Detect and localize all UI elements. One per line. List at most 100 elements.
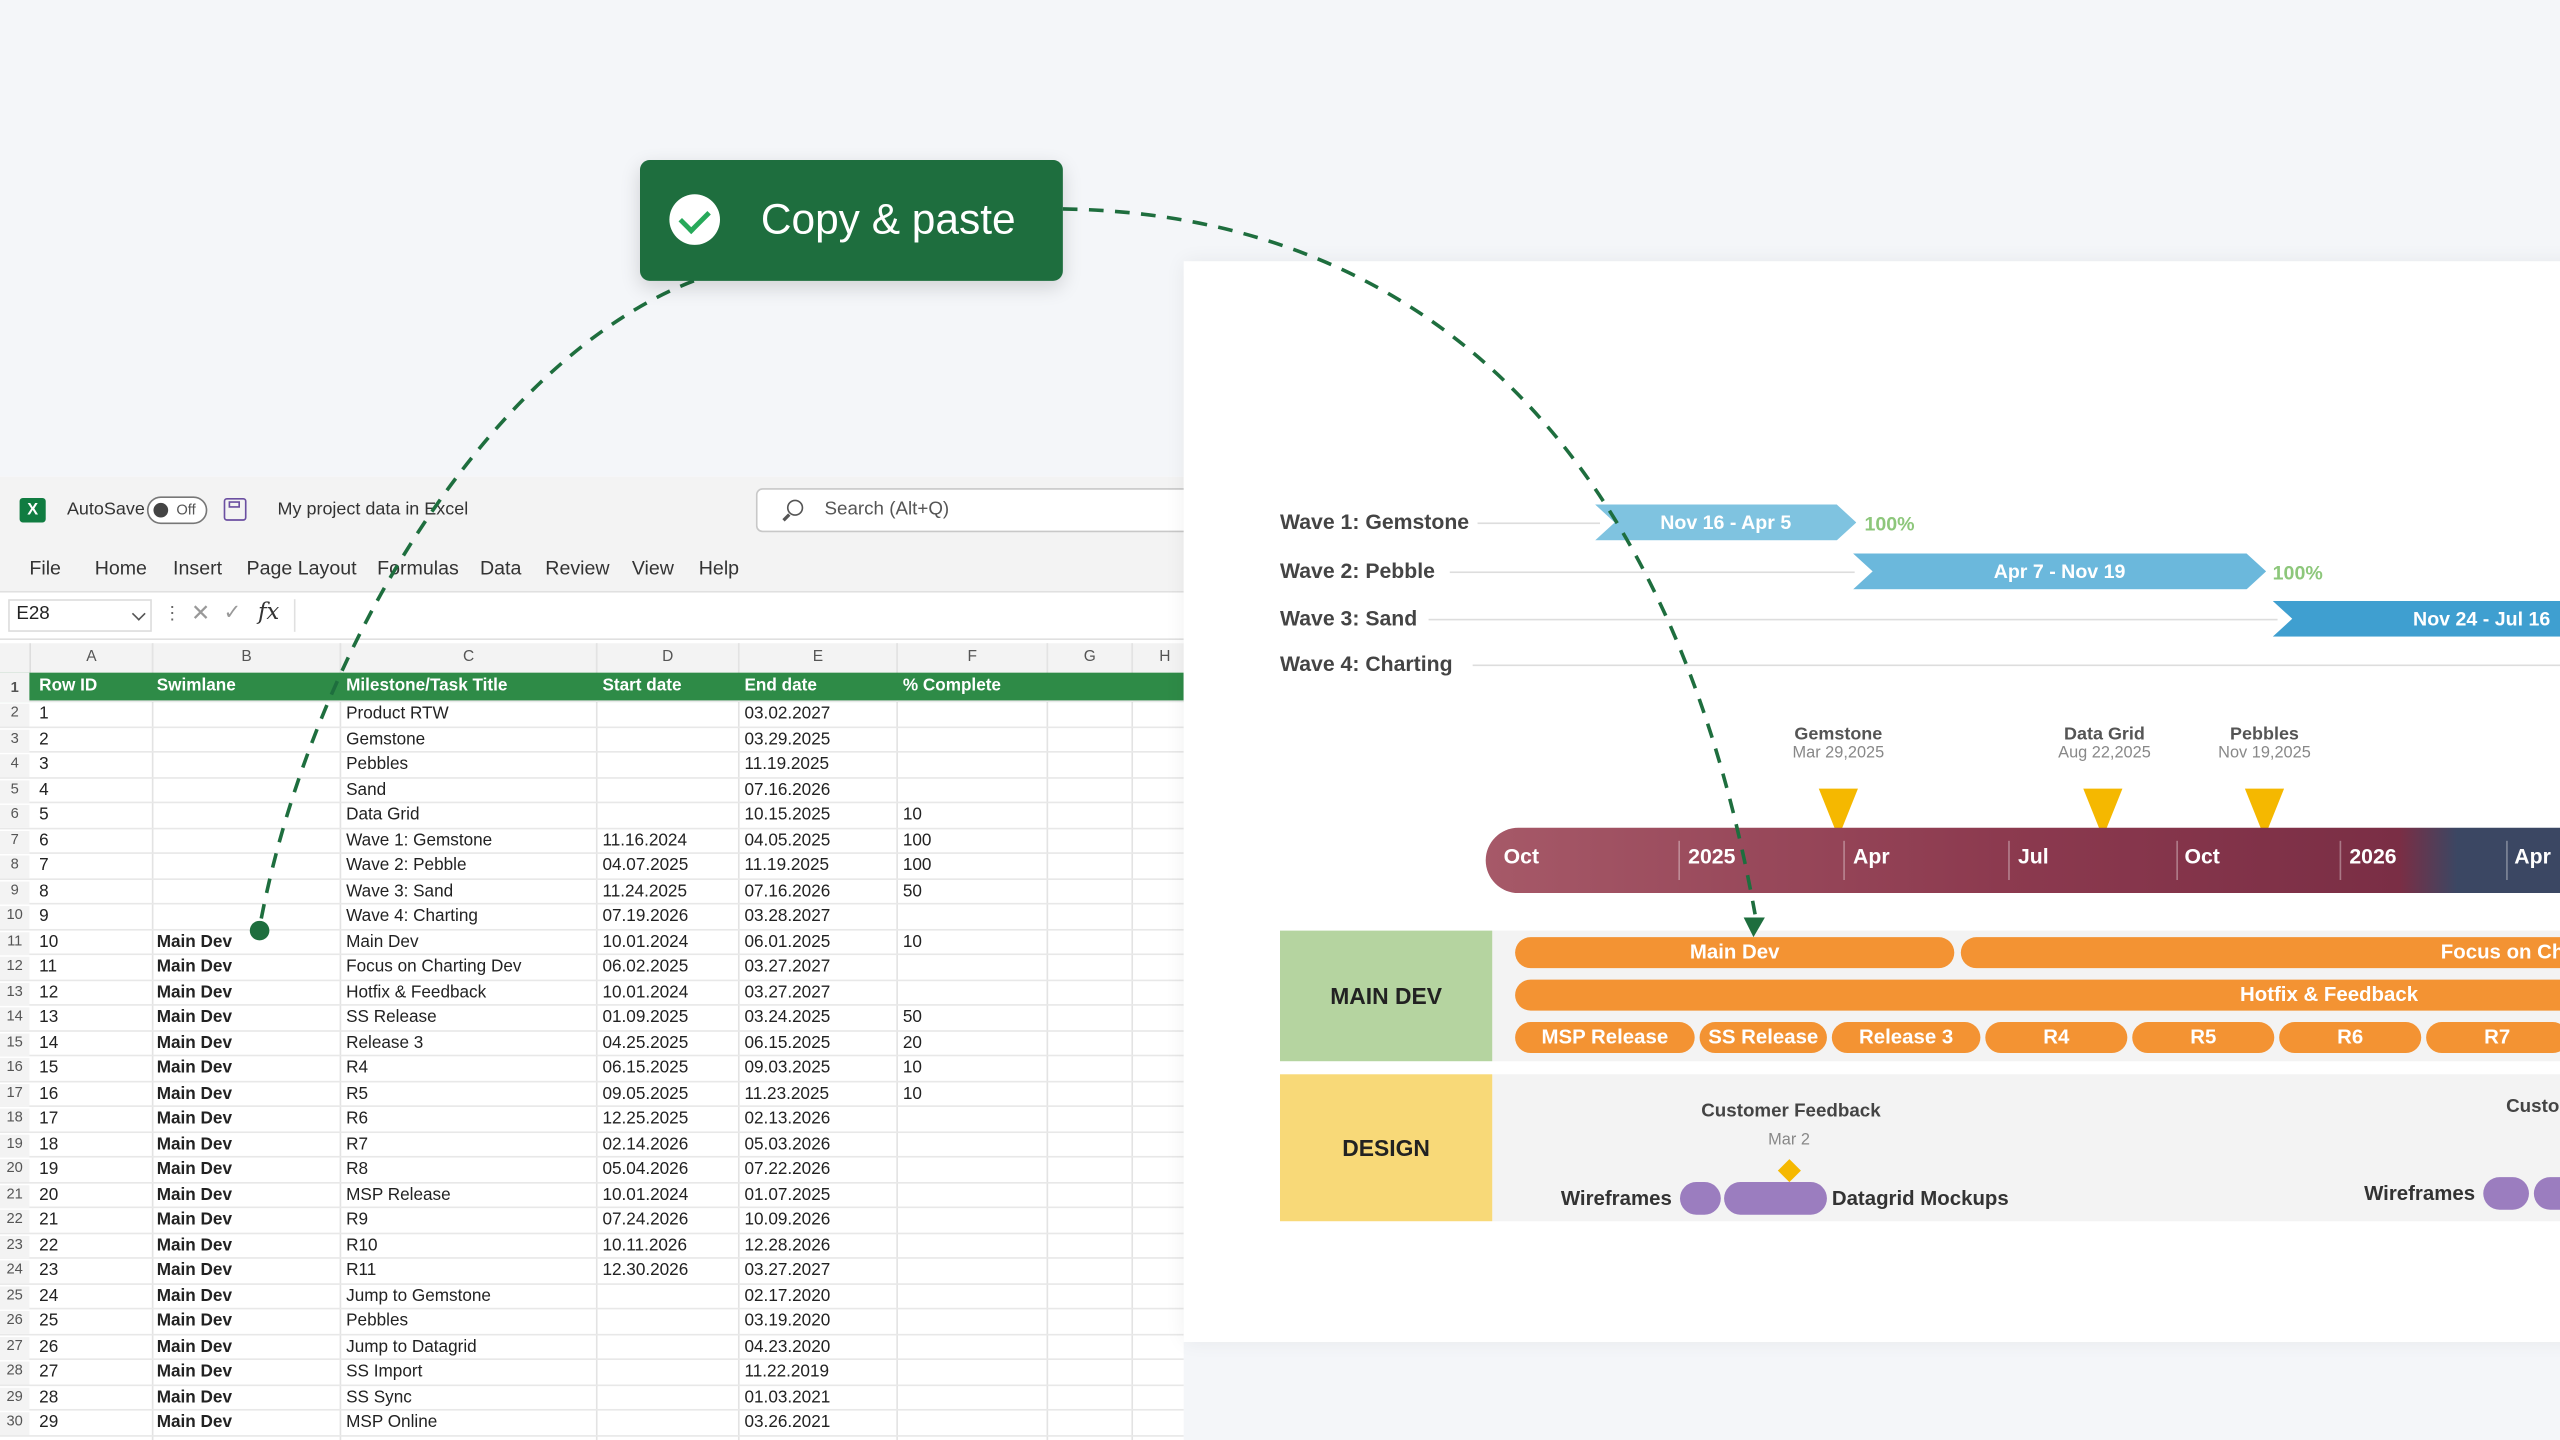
design-swimlane-label[interactable]: DESIGN [1279,1074,1493,1222]
table-cell[interactable]: 09.03.2025 [744,1057,831,1078]
table-cell[interactable]: 10.09.2026 [744,1209,831,1230]
table-cell[interactable]: 10.01.2024 [602,982,689,1002]
table-cell[interactable]: 12.25.2025 [602,1108,689,1129]
table-cell[interactable]: 6 [39,830,49,850]
table-cell[interactable]: 07.16.2026 [744,880,831,901]
table-cell[interactable]: 01.09.2025 [602,1007,689,1027]
table-cell[interactable]: 4 [39,779,49,800]
table-cell[interactable]: 8 [39,880,49,901]
table-cell[interactable]: Main Dev [156,1184,233,1205]
table-cell[interactable]: 11.22.2019 [744,1361,830,1382]
table-cell[interactable]: Main Dev [156,1159,233,1179]
table-cell[interactable]: 06.02.2025 [602,956,689,977]
menu-formulas[interactable]: Formulas [377,556,459,580]
table-cell[interactable]: 15 [39,1057,59,1078]
table-cell[interactable]: 10.01.2024 [602,1184,689,1205]
table-cell[interactable]: 100 [902,855,932,876]
menu-home[interactable]: Home [94,556,147,580]
table-cell[interactable]: 03.19.2020 [744,1311,831,1331]
task-bar-focus-on-charting[interactable]: Focus on Charting Dev [1960,937,2560,969]
table-cell[interactable]: 07.24.2026 [602,1209,689,1230]
table-cell[interactable]: Main Dev [156,956,233,977]
table-cell[interactable]: Main Dev [346,931,419,952]
table-cell[interactable]: 3 [39,754,49,774]
table-cell[interactable]: R10 [346,1235,378,1255]
table-cell[interactable]: Main Dev [156,1285,233,1306]
table-cell[interactable]: 100 [902,830,932,850]
task-bar-r5[interactable]: R5 [2132,1022,2275,1054]
task-pill-wireframes[interactable] [1679,1182,1721,1215]
header-cell[interactable]: % Complete [902,675,1001,696]
table-cell[interactable]: 10.15.2025 [744,804,831,825]
table-cell[interactable]: R6 [346,1108,369,1129]
table-cell[interactable]: 07.16.2026 [744,779,831,800]
formula-input[interactable] [293,599,1210,632]
table-cell[interactable]: Main Dev [156,1412,233,1432]
table-cell[interactable]: 19 [39,1159,59,1179]
menu-insert[interactable]: Insert [173,556,223,580]
table-cell[interactable]: Main Dev [156,1260,233,1280]
task-pill-wireframes[interactable] [2483,1177,2529,1210]
table-cell[interactable]: R7 [346,1133,369,1154]
table-cell[interactable]: 22 [39,1235,59,1255]
table-cell[interactable]: Main Dev [156,1007,233,1027]
task-bar-r7[interactable]: R7 [2426,1022,2560,1054]
select-all-corner[interactable] [0,643,32,673]
table-cell[interactable]: 18 [39,1133,59,1154]
milestone-data-grid[interactable]: Data Grid Aug 22,2025 [2039,725,2170,763]
table-cell[interactable]: 23 [39,1260,59,1280]
table-cell[interactable]: 28 [39,1386,59,1407]
table-cell[interactable]: 03.27.2027 [744,956,831,977]
task-pill-mockups[interactable] [1724,1182,1827,1215]
table-cell[interactable]: Jump to Datagrid [346,1336,477,1356]
table-cell[interactable]: 10 [902,1083,922,1103]
table-cell[interactable]: 05.03.2026 [744,1133,831,1154]
header-cell[interactable]: Milestone/Task Title [346,675,508,696]
table-cell[interactable]: R8 [346,1159,369,1179]
table-cell[interactable]: Sand [346,779,387,800]
table-cell[interactable]: MSP Online [346,1412,438,1432]
table-cell[interactable]: Main Dev [156,1386,233,1407]
table-cell[interactable]: 07.22.2026 [744,1159,831,1179]
table-cell[interactable]: Product RTW [346,703,449,724]
table-cell[interactable]: Wave 1: Gemstone [346,830,493,850]
header-cell[interactable]: Start date [602,675,682,696]
table-cell[interactable]: Main Dev [156,1032,233,1053]
table-cell[interactable]: 11 [39,956,57,977]
column-header-g[interactable]: G [1048,643,1134,673]
table-cell[interactable]: 21 [39,1209,59,1230]
table-cell[interactable]: Main Dev [156,1133,233,1154]
milestone-gemstone[interactable]: Gemstone Mar 29,2025 [1773,725,1904,763]
table-cell[interactable]: 10 [902,804,922,825]
wave-3-bar[interactable]: Nov 24 - Jul 16 [2273,601,2560,637]
column-header-b[interactable]: B [153,643,342,673]
task-bar-msp-release[interactable]: MSP Release [1515,1022,1695,1054]
table-cell[interactable]: SS Sync [346,1386,412,1407]
table-cell[interactable]: 06.15.2025 [744,1032,831,1053]
table-cell[interactable]: 24 [39,1285,59,1306]
menu-page-layout[interactable]: Page Layout [246,556,357,580]
insert-function-icon[interactable]: fx [257,599,280,626]
table-cell[interactable]: 01.07.2025 [744,1184,831,1205]
table-cell[interactable]: Main Dev [156,931,233,952]
column-header-a[interactable]: A [31,643,154,673]
search-box[interactable]: Search (Alt+Q) [755,488,1197,533]
table-cell[interactable]: 03.27.2027 [744,1260,831,1280]
table-cell[interactable]: 10 [902,1057,922,1078]
table-cell[interactable]: Pebbles [346,1311,409,1331]
table-cell[interactable]: R4 [346,1057,369,1078]
